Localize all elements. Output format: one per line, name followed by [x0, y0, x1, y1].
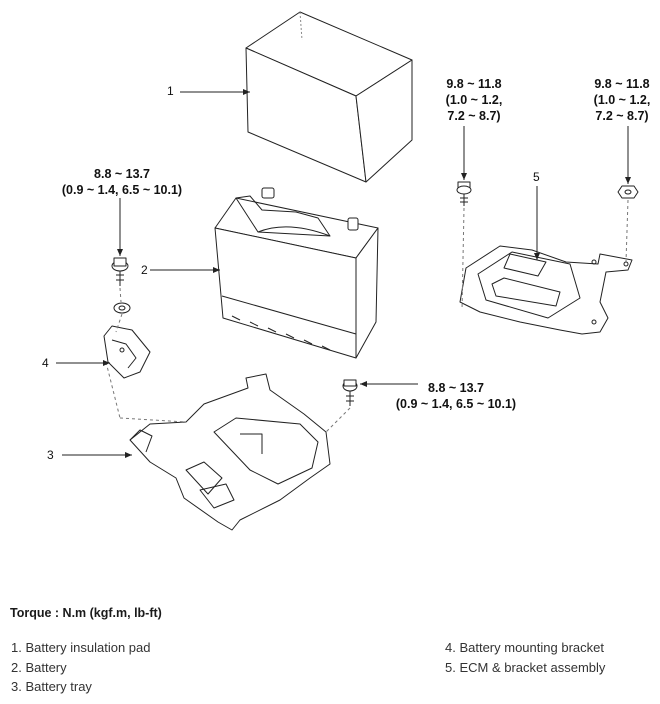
callout-2: 2	[141, 263, 148, 277]
torque-line: 8.8 ~ 13.7	[94, 167, 150, 181]
legend-item: 2. Battery	[11, 659, 67, 675]
legend-item: 3. Battery tray	[11, 679, 92, 694]
ecm-bolt	[456, 181, 472, 206]
callout-4: 4	[42, 356, 49, 370]
ecm-nut	[617, 185, 639, 199]
torque-tray-bolt: 8.8 ~ 13.7 (0.9 ~ 1.4, 6.5 ~ 10.1)	[386, 380, 526, 412]
torque-line: 9.8 ~ 11.8	[594, 77, 650, 91]
torque-line: (0.9 ~ 1.4, 6.5 ~ 10.1)	[61, 183, 183, 197]
callout-5: 5	[533, 170, 540, 184]
torque-line: 7.2 ~ 8.7)	[447, 109, 501, 123]
battery	[214, 187, 379, 359]
torque-ecm-bolt: 9.8 ~ 11.8 (1.0 ~ 1.2, 7.2 ~ 8.7)	[438, 76, 510, 124]
torque-bracket-bolt: 8.8 ~ 13.7 (0.9 ~ 1.4, 6.5 ~ 10.1)	[52, 166, 192, 198]
torque-ecm-nut: 9.8 ~ 11.8 (1.0 ~ 1.2, 7.2 ~ 8.7)	[586, 76, 658, 124]
legend-item: 4. Battery mounting bracket	[445, 640, 604, 655]
tray-bolt	[342, 379, 358, 406]
battery-insulation-pad	[245, 11, 413, 183]
ecm-bracket-assembly	[459, 245, 633, 335]
callout-1: 1	[167, 84, 174, 98]
callout-3: 3	[47, 448, 54, 462]
torque-line: (1.0 ~ 1.2,	[445, 93, 503, 107]
legend-right: 4. Battery mounting bracket 5. ECM & bra…	[445, 638, 605, 677]
battery-tray	[129, 373, 331, 531]
torque-line: 9.8 ~ 11.8	[446, 77, 502, 91]
alignment-lines	[105, 199, 629, 433]
legend-item: 1. Battery insulation pad	[11, 640, 151, 655]
torque-line: (1.0 ~ 1.2,	[593, 93, 651, 107]
leader-arrows	[56, 89, 631, 458]
torque-units-heading: Torque : N.m (kgf.m, lb-ft)	[10, 606, 162, 620]
torque-line: 7.2 ~ 8.7)	[595, 109, 649, 123]
legend-left: 1. Battery insulation pad 2. Battery 3. …	[11, 638, 150, 697]
torque-line: 8.8 ~ 13.7	[428, 381, 484, 395]
battery-mounting-bracket	[103, 325, 151, 379]
battery-exploded-diagram	[56, 11, 639, 531]
bracket-bolt	[111, 257, 131, 314]
torque-line: (0.9 ~ 1.4, 6.5 ~ 10.1)	[395, 397, 517, 411]
legend-item: 5. ECM & bracket assembly	[445, 659, 606, 675]
